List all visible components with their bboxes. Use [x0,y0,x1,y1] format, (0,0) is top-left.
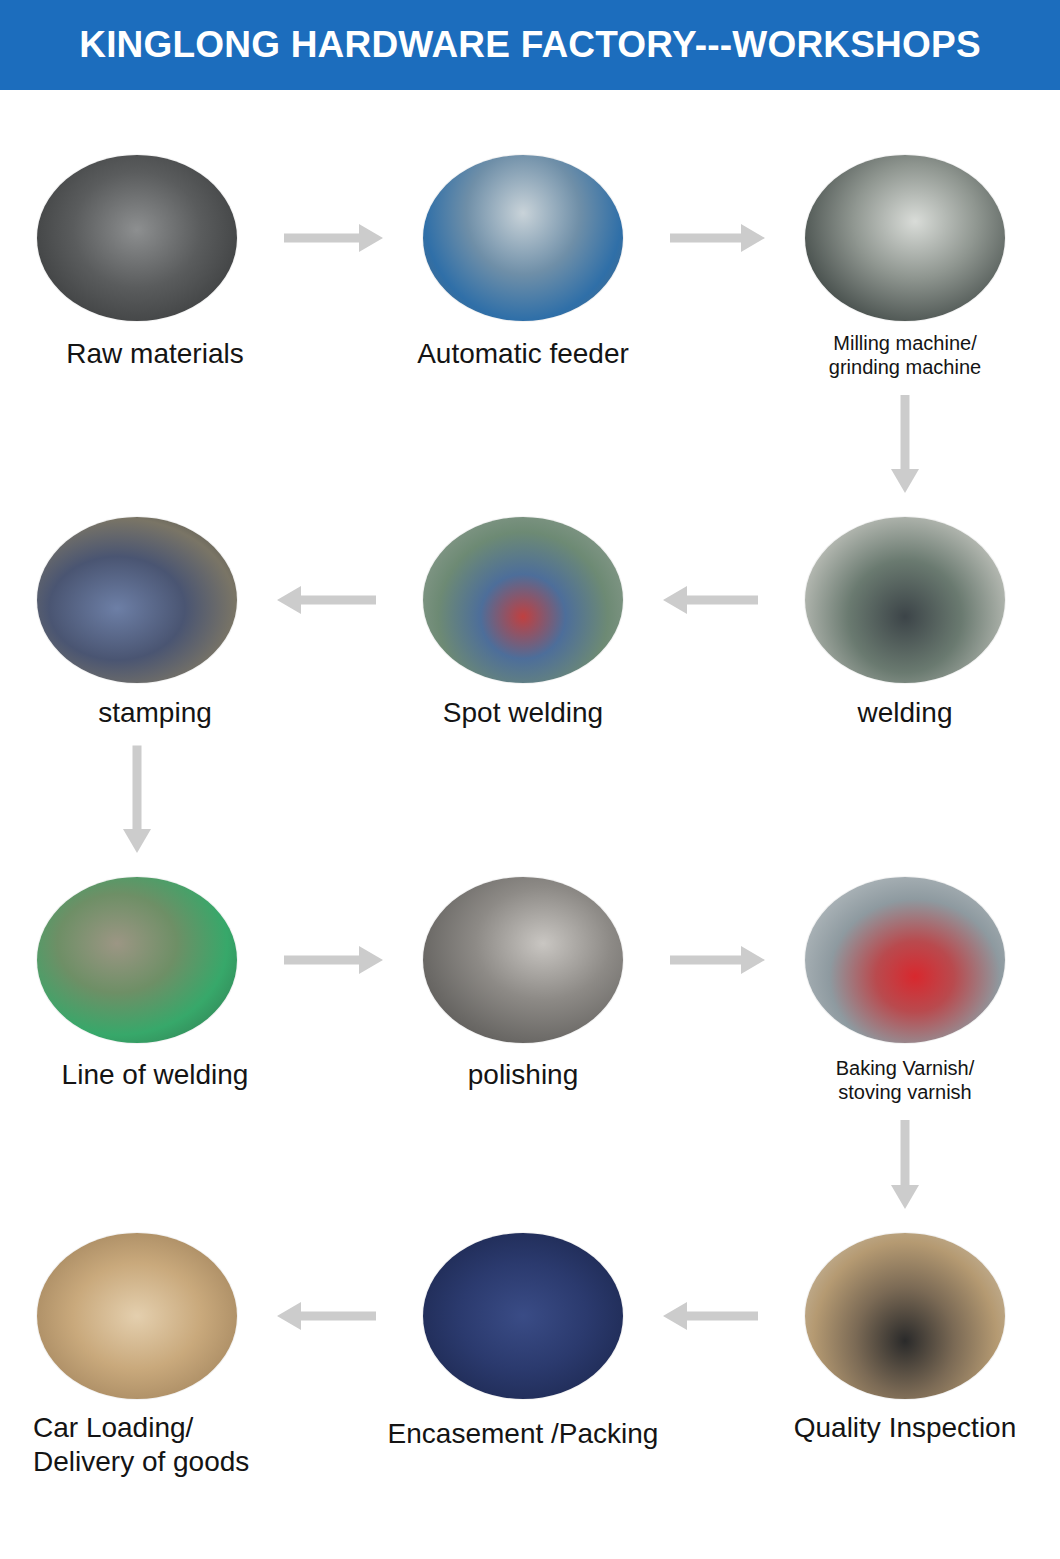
step-label: Spot welding [378,696,668,730]
flow-arrow [670,946,765,974]
arrow-head [277,586,301,614]
arrow-shaft [670,234,743,243]
step-label: Car Loading/ Delivery of goods [33,1411,295,1478]
arrow-head [663,1302,687,1330]
flow-arrow [891,395,919,493]
arrow-head [741,224,765,252]
flow-arrow [891,1120,919,1209]
workshop-photo [37,1233,237,1399]
workshop-photo [423,1233,623,1399]
step-label: Encasement /Packing [373,1417,673,1451]
arrow-head [891,1185,919,1209]
arrow-head [123,829,151,853]
process-step: Automatic feeder [373,155,673,371]
arrow-shaft [133,746,142,831]
process-step: Baking Varnish/ stoving varnish [755,877,1055,1104]
title-text: KINGLONG HARDWARE FACTORY---WORKSHOPS [79,24,981,66]
process-step: Raw materials [5,155,305,371]
arrow-shaft [901,1120,910,1187]
flow-arrow [284,224,383,252]
step-label: Automatic feeder [378,337,668,371]
arrow-head [277,1302,301,1330]
flow-arrow [284,946,383,974]
flow-arrow [663,586,758,614]
workshop-photo [805,155,1005,321]
step-label: welding [760,696,1050,730]
arrow-shaft [685,596,758,605]
step-label: polishing [378,1058,668,1092]
process-step: Line of welding [5,877,305,1092]
arrow-shaft [901,395,910,471]
step-label: stamping [10,696,300,730]
process-step: Milling machine/ grinding machine [755,155,1055,379]
title-bar: KINGLONG HARDWARE FACTORY---WORKSHOPS [0,0,1060,90]
arrow-shaft [284,234,361,243]
step-label: Milling machine/ grinding machine [805,331,1005,379]
arrow-head [359,224,383,252]
workshop-photo [37,877,237,1043]
flow-arrow [670,224,765,252]
process-step: Encasement /Packing [373,1233,673,1451]
workshop-photo [37,155,237,321]
process-step: Spot welding [373,517,673,730]
process-step: stamping [5,517,305,730]
workshop-photo [423,877,623,1043]
workshop-photo [423,517,623,683]
step-label: Line of welding [10,1058,300,1092]
step-label: Raw materials [10,337,300,371]
workshop-photo [423,155,623,321]
flow-arrow [277,1302,376,1330]
process-step: welding [755,517,1055,730]
arrow-shaft [670,956,743,965]
arrow-shaft [284,956,361,965]
arrow-head [741,946,765,974]
flow-arrow [663,1302,758,1330]
arrow-head [359,946,383,974]
flow-arrow [277,586,376,614]
process-step: Car Loading/ Delivery of goods [20,1233,320,1478]
step-label: Baking Varnish/ stoving varnish [805,1056,1005,1104]
workshop-photo [805,1233,1005,1399]
workshop-photo [37,517,237,683]
arrow-shaft [299,596,376,605]
arrow-head [891,469,919,493]
arrow-shaft [299,1312,376,1321]
flow-arrow [123,746,151,853]
arrow-shaft [685,1312,758,1321]
workshop-photo [805,877,1005,1043]
process-step: polishing [373,877,673,1092]
arrow-head [663,586,687,614]
step-label: Quality Inspection [760,1411,1050,1445]
workshop-photo [805,517,1005,683]
process-step: Quality Inspection [755,1233,1055,1445]
